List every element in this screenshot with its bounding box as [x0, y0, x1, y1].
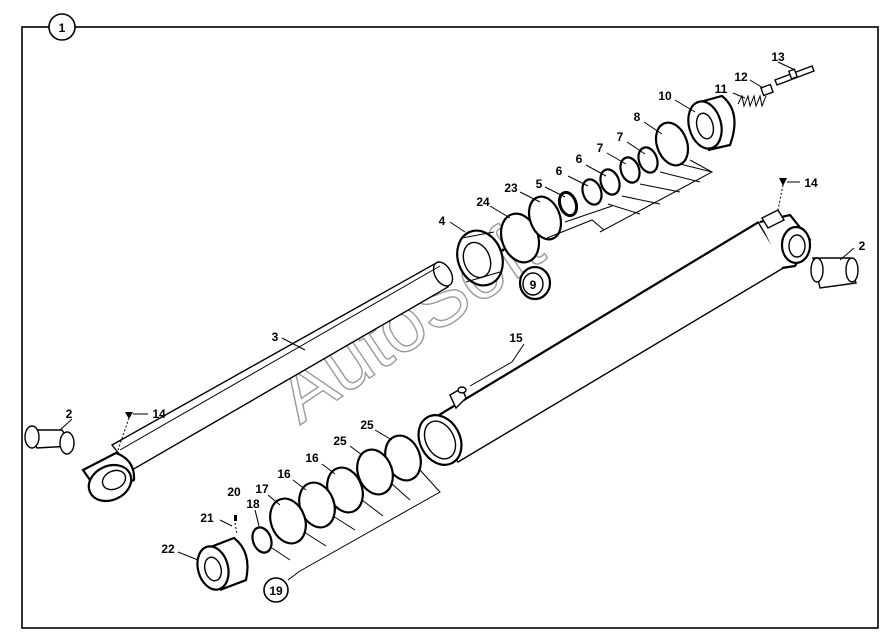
callout-19: 19: [269, 584, 283, 598]
pin: [774, 65, 815, 86]
callout-14-left: 14: [152, 407, 166, 421]
small-screws: [234, 515, 238, 535]
callout-18: 18: [246, 497, 260, 511]
callout-9: 9: [530, 278, 537, 292]
callout-22: 22: [161, 542, 175, 556]
rod-eye: [81, 451, 136, 503]
callout-6-a: 6: [556, 164, 563, 178]
callout-15: 15: [509, 331, 523, 345]
callout-2-right: 2: [859, 239, 866, 253]
callout-25-a: 25: [333, 434, 347, 448]
callout-16-b: 16: [305, 451, 319, 465]
bushing-right: [810, 257, 859, 289]
callout-20: 20: [227, 485, 241, 499]
callout-19-circle: [263, 577, 289, 603]
callout-17: 17: [255, 482, 269, 496]
bushing-left: [24, 425, 75, 455]
callout-12: 12: [734, 70, 748, 84]
lower-piston: [196, 536, 249, 592]
group-badge: [48, 13, 76, 41]
leader-lines-head: [546, 159, 714, 239]
callout-leaders: [59, 61, 855, 561]
callout-3: 3: [272, 330, 279, 344]
callout-21: 21: [200, 511, 214, 525]
marker-14-left: [125, 412, 133, 419]
callout-7-b: 7: [617, 130, 624, 144]
piston: [687, 94, 736, 152]
fitting: [760, 83, 774, 97]
cylinder-end-eye: [759, 209, 812, 270]
callout-labels: 2 2 3 4 5 6 6 7 7 8 9 10 11 12 13 14 14 …: [66, 50, 866, 598]
group-badge-label: 1: [59, 21, 66, 35]
marker-14-right: [779, 178, 787, 186]
piston-seal-rings: [251, 434, 422, 554]
piston-rod: [110, 260, 454, 471]
callout-8: 8: [634, 110, 641, 124]
callout-10: 10: [658, 89, 672, 103]
callout-13: 13: [771, 50, 785, 64]
callout-24: 24: [476, 195, 490, 209]
cylinder-head: [456, 229, 505, 287]
callout-6-b: 6: [576, 152, 583, 166]
callout-14-right: 14: [804, 176, 818, 190]
callout-25-b: 25: [360, 418, 374, 432]
callout-11: 11: [715, 82, 728, 96]
spring: [737, 94, 767, 108]
diagram-frame: [21, 26, 879, 629]
callout-7-a: 7: [597, 141, 604, 155]
leader-lines-rings: [271, 469, 441, 581]
seal-9: [518, 265, 552, 301]
callout-23: 23: [504, 181, 518, 195]
callout-2-left: 2: [66, 407, 73, 421]
cylinder-tube: [417, 221, 786, 466]
callout-16-a: 16: [277, 467, 291, 481]
callout-4: 4: [439, 214, 446, 228]
callout-5: 5: [536, 177, 543, 191]
head-seal-rings: [499, 121, 690, 264]
